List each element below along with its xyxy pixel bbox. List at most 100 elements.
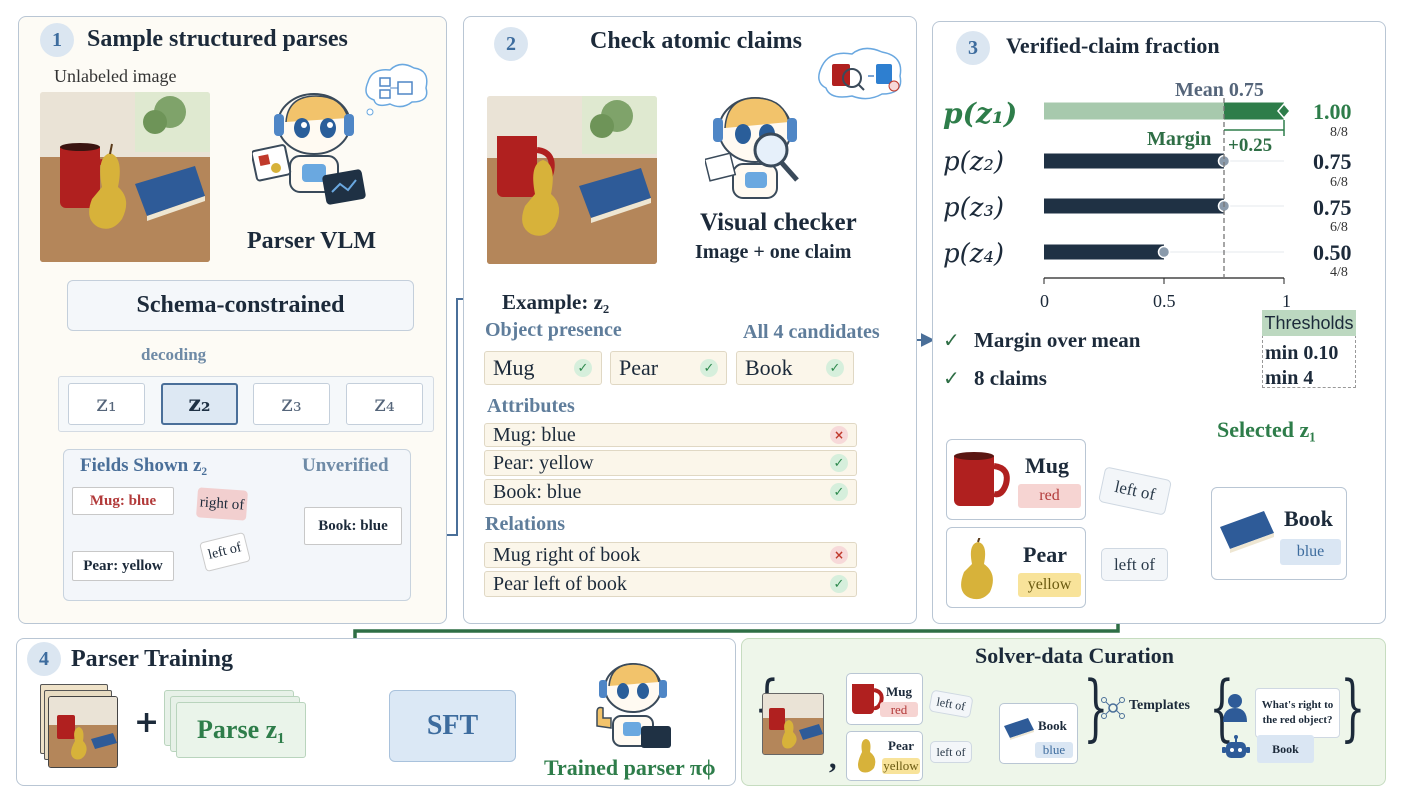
curation-pear-label: Pear <box>888 738 914 753</box>
object-presence-title: Object presence <box>485 319 622 341</box>
candidate-z2-selected[interactable]: z₂ <box>161 383 238 425</box>
object-chip-pear: Pear <box>610 351 727 385</box>
training-image <box>48 696 118 768</box>
relations-title: Relations <box>485 513 565 535</box>
step-number-3: 3 <box>956 31 990 65</box>
book-icon <box>1002 714 1038 740</box>
candidate-z4[interactable]: z₄ <box>346 383 423 425</box>
selected-book-attr: blue <box>1280 539 1341 565</box>
score-z3: 0.75 <box>1313 195 1352 220</box>
fields-title: Fields Shown z₂ <box>80 455 208 476</box>
check-icon: ✓ <box>830 483 848 501</box>
book-icon <box>1216 505 1278 553</box>
panel5-title: Solver-data Curation <box>975 643 1175 668</box>
node-pear-yellow: Pear: yellow <box>72 551 174 581</box>
curation-mug-label: Mug <box>886 684 912 699</box>
margin-value: +0.25 <box>1228 135 1273 156</box>
sft-box: SFT <box>389 690 516 762</box>
question-bubble: What's right to the red object? <box>1255 688 1340 738</box>
checkmark-icon: ✓ <box>943 328 960 352</box>
attribute-pear-yellow: Pear: yellow <box>484 450 857 476</box>
templates-label: Templates <box>1129 698 1190 713</box>
score-z4: 0.50 <box>1313 240 1352 265</box>
pear-icon <box>952 535 1002 600</box>
check-icon: ✓ <box>830 454 848 472</box>
node-mug-blue: Mug: blue <box>72 487 174 515</box>
checker-sub-label: Image + one claim <box>695 241 852 263</box>
candidate-z1[interactable]: z₁ <box>68 383 145 425</box>
bar-z4-marker <box>1157 245 1171 259</box>
margin-label: Margin <box>1147 128 1212 150</box>
mean-label: Mean 0.75 <box>1175 79 1264 101</box>
plus-sign: + <box>134 705 160 740</box>
mug-icon <box>850 680 884 718</box>
frac-z4: 4/8 <box>1330 265 1348 280</box>
parse-z1-box: Parse z₁ <box>176 702 306 758</box>
bar-z1-base <box>1044 102 1224 120</box>
selected-mug-label: Mug <box>1025 453 1069 478</box>
comma-separator: , <box>829 742 837 775</box>
score-z1: 1.00 <box>1313 99 1352 124</box>
row-label-z1: p(z₁) <box>943 97 1018 130</box>
unlabeled-image <box>40 92 210 262</box>
candidate-z3[interactable]: z₃ <box>253 383 330 425</box>
example-label: Example: z₂ <box>502 290 610 314</box>
selected-rel-pear-book: left of <box>1101 548 1168 581</box>
verified-fraction-chart <box>1043 98 1291 284</box>
score-z2: 0.75 <box>1313 149 1352 174</box>
cross-icon: × <box>830 546 848 564</box>
trained-robot-icon <box>585 656 677 752</box>
qa-right-brace-icon: } <box>1340 665 1366 749</box>
bar-z3 <box>1044 198 1224 214</box>
parser-vlm-label: Parser VLM <box>247 228 377 254</box>
cross-icon: × <box>830 426 848 444</box>
object-mug-text: Mug <box>493 355 535 380</box>
curation-book-label: Book <box>1038 718 1067 733</box>
unverified-label: Unverified <box>302 455 389 476</box>
panel1-title: Sample structured parses <box>87 26 348 52</box>
thought-bubble-icon <box>360 60 432 118</box>
answer-bubble: Book <box>1257 735 1314 763</box>
check-icon: ✓ <box>826 359 844 377</box>
user-icon <box>1221 692 1249 724</box>
frac-z1: 8/8 <box>1330 125 1348 140</box>
curation-rel-pear-book: left of <box>930 741 972 763</box>
bar-z1-marker <box>1277 102 1291 120</box>
all-candidates-label: All 4 candidates <box>743 321 880 343</box>
curation-image <box>762 693 824 755</box>
thresholds-title: Thresholds <box>1262 310 1356 336</box>
check-icon: ✓ <box>830 575 848 593</box>
relation-text: Pear left of book <box>493 572 627 595</box>
right-brace-icon: } <box>1083 665 1109 749</box>
bar-z4 <box>1044 244 1164 260</box>
object-pear-text: Pear <box>619 355 659 380</box>
row-label-z3: p(z₃) <box>943 193 1005 223</box>
step-number-2: 2 <box>494 27 528 61</box>
attribute-text: Book: blue <box>493 480 582 503</box>
tick-1: 1 <box>1282 291 1291 311</box>
object-chip-book: Book <box>736 351 854 385</box>
mug-icon <box>950 450 1012 510</box>
object-book-text: Book <box>745 355 793 380</box>
checkmark-icon: ✓ <box>943 366 960 390</box>
mug-check-bubble-icon <box>814 46 912 108</box>
attribute-mug-blue: Mug: blue <box>484 423 857 447</box>
frac-z2: 6/8 <box>1330 175 1348 190</box>
bar-z2 <box>1044 153 1224 169</box>
check-margin-over-mean: Margin over mean <box>974 328 1141 352</box>
threshold-claims: min 4 <box>1265 367 1314 389</box>
attribute-text: Mug: blue <box>493 423 576 446</box>
bar-z1-margin <box>1224 102 1284 120</box>
selected-book-label: Book <box>1284 506 1333 531</box>
panel4-title: Parser Training <box>71 646 233 672</box>
check-icon: ✓ <box>700 359 718 377</box>
relation-pear-left-of-book: Pear left of book <box>484 571 857 597</box>
attribute-book-blue: Book: blue <box>484 479 857 505</box>
row-label-z4: p(z₄) <box>943 239 1005 269</box>
object-chip-mug: Mug <box>484 351 602 385</box>
example-image <box>487 96 657 264</box>
node-book-blue: Book: blue <box>304 507 402 545</box>
curation-pear-attr: yellow <box>882 758 920 774</box>
row-label-z2: p(z₂) <box>943 147 1005 177</box>
selected-z1-label: Selected z₁ <box>1217 417 1316 442</box>
